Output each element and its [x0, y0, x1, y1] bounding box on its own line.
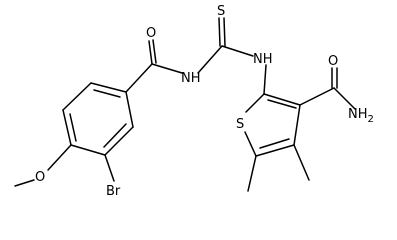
- bond-thiourea-c-nh: [221, 45, 254, 57]
- bond-ring-br: [104, 154, 115, 182]
- bond-ring-3-4: [62, 109, 72, 146]
- bond-thiourea-c-s-1: [218, 17, 221, 47]
- chemical-structure: O S NH NH O NH2 S O Br: [14, 4, 374, 199]
- atom-labels: O S NH NH O NH2 S O Br: [35, 4, 374, 199]
- bond-ring-2-3: [62, 82, 92, 111]
- bond-nh-thiourea-c: [197, 45, 223, 74]
- thiophene-sulfur-label: S: [236, 117, 244, 132]
- bond-c4-methyl: [293, 144, 310, 181]
- bond-thiourea-c-s-2: [223, 17, 226, 47]
- bond-thiophene-c4-c5-inner: [259, 138, 290, 149]
- bonds: [14, 17, 356, 192]
- bond-thiophene-s-c2: [245, 93, 265, 113]
- methoxy-oxygen-label: O: [35, 170, 45, 185]
- bond-c5-methyl: [247, 155, 257, 192]
- bond-o-methyl: [14, 179, 35, 187]
- amide-nh-right-label: NH: [253, 52, 273, 67]
- amide-nh2-main: NH: [348, 107, 368, 122]
- bromine-label: Br: [106, 184, 121, 199]
- bond-ring-5-6: [104, 126, 134, 156]
- bond-ring-3-4-inner: [69, 113, 77, 142]
- amide-nh2-label: NH2: [348, 107, 374, 125]
- amide-nh2-subscript: 2: [368, 114, 374, 125]
- bond-thiophene-c3-c4: [293, 104, 301, 146]
- bond-ring-1-2: [90, 82, 127, 93]
- bond-thiophene-c5-s: [244, 131, 257, 157]
- bond-ring-o-methoxy: [47, 144, 72, 171]
- carbonyl-oxygen-label: O: [146, 26, 156, 41]
- bond-amide-c-nh2: [333, 87, 356, 110]
- bond-carbonyl-c-o-2: [152, 39, 157, 64]
- bond-ring-6-1: [125, 91, 134, 128]
- bond-thiophene-c2-c3-inner: [267, 99, 297, 109]
- bond-c3-amide-c: [299, 87, 335, 106]
- bond-ring-5-6-inner: [103, 123, 127, 148]
- bond-carbonyl-c-ring: [125, 63, 153, 93]
- bond-carbonyl-c-nh: [151, 63, 183, 74]
- bond-thiophene-c2-c3: [263, 93, 301, 106]
- bond-ring-1-2-inner: [93, 89, 121, 98]
- bond-nh-thiophene: [263, 64, 267, 95]
- amide-nh-left-label: NH: [181, 71, 201, 86]
- bond-thiophene-c4-c5: [255, 144, 295, 157]
- amide-oxygen-label: O: [328, 54, 338, 69]
- bond-carbonyl-c-o-1: [148, 40, 153, 65]
- thione-sulfur-label: S: [217, 4, 225, 19]
- bond-ring-4-5: [70, 144, 106, 156]
